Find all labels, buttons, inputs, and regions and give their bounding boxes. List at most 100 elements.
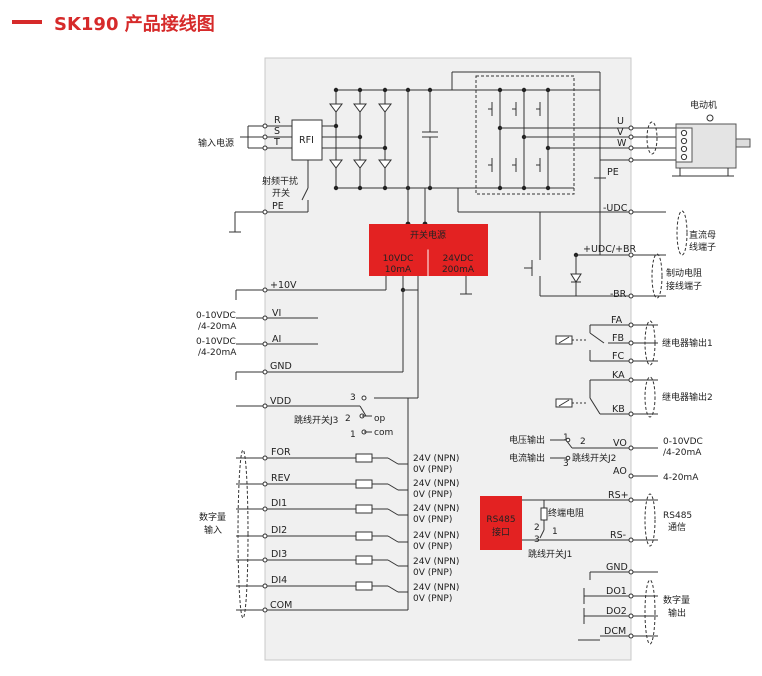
brake-label-1: 制动电阻 bbox=[666, 267, 702, 279]
motor-symbol-circle bbox=[706, 114, 714, 122]
terminal-DCM: DCM bbox=[604, 626, 626, 637]
terminal-plus-10V: +10V bbox=[270, 280, 297, 291]
terminal-DI4: DI4 bbox=[271, 575, 287, 586]
rfi-label: RFI bbox=[299, 135, 314, 146]
ai-range-2b: /4-20mA bbox=[198, 348, 237, 358]
analog-input-section: +10V 0-10VDC /4-20mA VI 0-10VDC /4-20mA … bbox=[196, 280, 404, 380]
terminal-resistor bbox=[540, 507, 548, 521]
current-output-label: 电流输出 bbox=[509, 452, 545, 464]
terminal-U: U bbox=[617, 116, 624, 127]
switching-power-supply: 开关电源 10VDC 10mA 24VDC 200mA bbox=[369, 224, 488, 300]
di4-npn: 24V (NPN) bbox=[413, 583, 459, 593]
terminal-FOR: FOR bbox=[271, 447, 291, 458]
ai-range-2a: 0-10VDC bbox=[196, 337, 236, 347]
terminal-resistor-label: 终端电阻 bbox=[548, 507, 584, 519]
j3-label: 跳线开关J3 bbox=[294, 414, 338, 426]
digital-input-section: 数字量 输入 FOR 24V (NPN) 0V (PNP) REV 24V (N… bbox=[199, 398, 459, 619]
terminal-DO2: DO2 bbox=[606, 606, 627, 617]
j1-pin2: 2 bbox=[534, 523, 540, 533]
ao-range-3: 4-20mA bbox=[663, 473, 699, 483]
rfi-switch-label-2: 开关 bbox=[272, 187, 290, 199]
terminal-RS-plus: RS+ bbox=[608, 490, 629, 501]
terminal-T: T bbox=[273, 137, 280, 148]
rfi-switch-label-1: 射频干扰 bbox=[262, 175, 298, 187]
voltage-output-label: 电压输出 bbox=[509, 434, 545, 446]
supply-10v-label: 10VDC bbox=[383, 254, 414, 264]
terminal-VDD: VDD bbox=[270, 396, 291, 407]
motor-shaft bbox=[735, 138, 751, 148]
terminal-minus-BR: -BR bbox=[610, 289, 627, 300]
terminal-S: S bbox=[274, 126, 280, 137]
input-power-section: 输入电源 R S T RFI 射频干扰 开关 PE bbox=[198, 115, 336, 233]
relay-output-section: FA FB FC 继电器输出1 KA KB 继电器输出2 bbox=[555, 315, 713, 418]
ai-range-1b: /4-20mA bbox=[198, 322, 237, 332]
digital-input-label-1: 数字量 bbox=[199, 511, 226, 523]
dc-bus-label-2: 线端子 bbox=[689, 241, 716, 253]
j3-pin1: 1 bbox=[350, 430, 356, 440]
terminal-DI3: DI3 bbox=[271, 549, 287, 560]
rs485-section: RS485 接口 RS+ RS- 终端电阻 2 1 3 跳线开关J1 RS485… bbox=[480, 490, 692, 560]
page-title: SK190 产品接线图 bbox=[54, 14, 215, 35]
supply-24v-label: 24VDC bbox=[443, 254, 474, 264]
igbt-switches bbox=[488, 102, 541, 172]
terminal-PE-right: PE bbox=[607, 167, 619, 178]
vdd-j3-section: VDD 3 2 1 跳线开关J3 op com bbox=[236, 300, 419, 440]
relay1-label: 继电器输出1 bbox=[662, 337, 713, 349]
diode-group bbox=[329, 103, 392, 169]
j3-pin2: 2 bbox=[345, 414, 351, 424]
igbt-module-outline bbox=[475, 75, 575, 195]
brake-label-2: 接线端子 bbox=[666, 280, 702, 292]
di4-pnp: 0V (PNP) bbox=[413, 594, 452, 604]
j2-label: 跳线开关J2 bbox=[572, 452, 616, 464]
terminal-plus-UDC-BR: +UDC/+BR bbox=[583, 244, 637, 255]
j3-com-label: com bbox=[374, 428, 393, 438]
terminal-REV: REV bbox=[271, 473, 291, 484]
di2-npn: 24V (NPN) bbox=[413, 531, 459, 541]
terminal-KB: KB bbox=[612, 404, 625, 415]
rs485-comm-label-2: 通信 bbox=[668, 521, 686, 533]
rs485-block-label-2: 接口 bbox=[492, 526, 510, 538]
di2-pnp: 0V (PNP) bbox=[413, 542, 452, 552]
terminal-VI: VI bbox=[272, 308, 281, 319]
for-npn: 24V (NPN) bbox=[413, 454, 459, 464]
terminal-FB: FB bbox=[612, 333, 624, 344]
terminal-FC: FC bbox=[612, 351, 624, 362]
for-pnp: 0V (PNP) bbox=[413, 465, 452, 475]
digital-output-label-1: 数字量 bbox=[663, 594, 690, 606]
supply-200ma-label: 200mA bbox=[442, 265, 475, 275]
terminal-minus-UDC: -UDC bbox=[603, 203, 628, 214]
motor-label: 电动机 bbox=[690, 99, 717, 111]
j2-pin1: 1 bbox=[563, 433, 569, 443]
rectifier-bridge bbox=[329, 87, 458, 227]
terminal-VO: VO bbox=[613, 438, 627, 449]
terminal-AI: AI bbox=[272, 334, 281, 345]
dc-bus-label-1: 直流母 bbox=[689, 229, 716, 241]
rs485-block bbox=[480, 496, 522, 550]
j1-pin1: 1 bbox=[552, 527, 558, 537]
terminal-PE-left: PE bbox=[272, 201, 284, 212]
rs485-block-label-1: RS485 bbox=[486, 515, 515, 525]
j3-op-label: op bbox=[374, 414, 386, 424]
analog-output-section: 电压输出 电流输出 1 2 3 跳线开关J2 VO AO 0-10VDC /4-… bbox=[509, 433, 703, 483]
j1-pin3: 3 bbox=[534, 535, 540, 545]
di1-pnp: 0V (PNP) bbox=[413, 515, 452, 525]
di3-pnp: 0V (PNP) bbox=[413, 568, 452, 578]
inverter-bridge bbox=[451, 71, 632, 195]
terminal-DO1: DO1 bbox=[606, 586, 627, 597]
motor-output-section: U V W PE 电动机 bbox=[594, 99, 751, 179]
motor-terminal-box bbox=[675, 127, 693, 163]
terminal-R: R bbox=[274, 115, 281, 126]
rev-npn: 24V (NPN) bbox=[413, 479, 459, 489]
terminal-GND-right: GND bbox=[606, 562, 628, 573]
j2-pin3: 3 bbox=[563, 459, 569, 469]
di3-npn: 24V (NPN) bbox=[413, 557, 459, 567]
rev-pnp: 0V (PNP) bbox=[413, 490, 452, 500]
di1-npn: 24V (NPN) bbox=[413, 504, 459, 514]
j1-label: 跳线开关J1 bbox=[528, 548, 572, 560]
supply-10ma-label: 10mA bbox=[385, 265, 412, 275]
inverter-panel bbox=[264, 57, 632, 661]
terminal-DI1: DI1 bbox=[271, 498, 287, 509]
ai-range-1a: 0-10VDC bbox=[196, 311, 236, 321]
dc-bus-section: -UDC +UDC/+BR -BR 直流母 线端子 制动电阻 接线端子 bbox=[457, 72, 716, 300]
